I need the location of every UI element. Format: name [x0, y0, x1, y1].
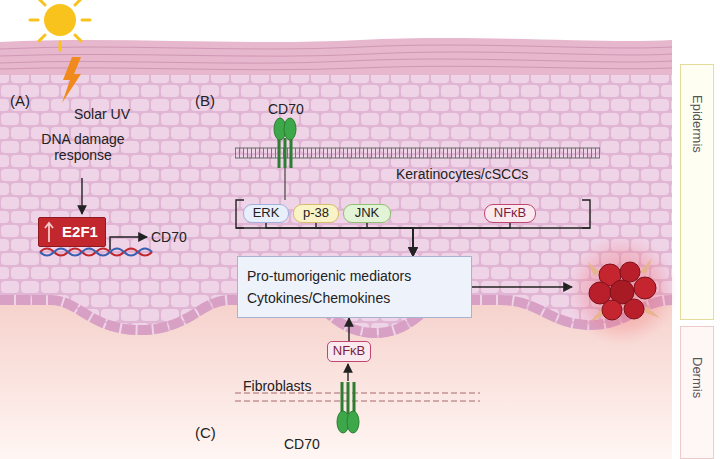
- promoter-arrow: [110, 237, 147, 250]
- signal-arrow: [348, 318, 349, 341]
- dna-strand: [40, 249, 152, 256]
- node-label: NFκB: [333, 344, 366, 359]
- node-label: JNK: [355, 206, 380, 221]
- node-label: Cytokines/Chemokines: [247, 290, 390, 306]
- cell-label: Fibroblasts: [243, 378, 311, 394]
- tumor-spike: [588, 262, 600, 276]
- bracket: [582, 200, 590, 228]
- receptor-lobe: [284, 118, 296, 140]
- kinase-pill: ERK: [243, 204, 289, 223]
- panel-letter: (C): [195, 424, 216, 441]
- cd70-receptor: [337, 382, 359, 433]
- arrow: [347, 364, 348, 381]
- layer-band: Dermis: [680, 326, 714, 459]
- node-label: Pro-tumorigenic mediators: [247, 268, 411, 284]
- gene-box: E2F1: [38, 217, 106, 247]
- signal-arrow: [316, 223, 413, 256]
- dna-strand: [40, 249, 152, 256]
- protein-label: CD70: [151, 229, 187, 245]
- protein-label: CD70: [268, 101, 304, 117]
- arrow: [472, 286, 572, 287]
- tumor-cell: [602, 300, 622, 320]
- node-label: NFκB: [494, 206, 527, 221]
- protein-label: CD70: [284, 436, 320, 452]
- corneum-line: [0, 66, 672, 69]
- mediator-box: Pro-tumorigenic mediatorsCytokines/Chemo…: [237, 256, 472, 318]
- arrow: [81, 178, 82, 214]
- tumor-glow: [566, 234, 678, 346]
- sun: [30, 0, 90, 50]
- signal-arrow: [266, 223, 413, 256]
- corneum-line: [0, 59, 672, 63]
- factor-pill: NFκB: [484, 204, 536, 223]
- tumor-cell: [620, 262, 640, 282]
- band-label: Epidermis: [690, 95, 705, 153]
- process-label: DNA damage response: [38, 131, 128, 163]
- tumor-spike: [640, 258, 652, 274]
- node-label: E2F1: [62, 223, 98, 240]
- node-label: p-38: [303, 206, 329, 221]
- factor-box: NFκB: [327, 341, 371, 362]
- signal-arrow: [367, 223, 413, 256]
- tumor-cell: [624, 299, 644, 319]
- upregulation-arrow: [45, 223, 53, 242]
- kinase-pill: p-38: [293, 204, 339, 223]
- signal-arrow: [413, 223, 510, 256]
- layer-band: Epidermis: [680, 64, 714, 320]
- bracket: [236, 227, 590, 228]
- tumor: [566, 234, 678, 346]
- cd70-receptor: [274, 118, 296, 168]
- panel-letter: (B): [195, 92, 215, 109]
- stimulus-label: Solar UV: [74, 106, 130, 122]
- fibroblast-membrane: [235, 400, 480, 402]
- panel-letter: (A): [10, 92, 30, 109]
- kinase-pill: JNK: [343, 204, 391, 223]
- receptor-lobe: [347, 411, 359, 433]
- receptor-stem: [279, 138, 291, 168]
- tumor-spike: [644, 306, 660, 318]
- signal-line: [284, 168, 285, 200]
- cell-label: Keratinocytes/cSCCs: [396, 166, 528, 182]
- node-label: ERK: [253, 206, 280, 221]
- sun-disc: [44, 4, 76, 36]
- corneum-line: [0, 45, 672, 49]
- sun-rays: [30, 0, 90, 50]
- uv-bolt: [62, 57, 81, 103]
- tumor-cell: [634, 277, 656, 299]
- stratum-corneum: [0, 38, 672, 75]
- receptor-stem: [342, 382, 354, 414]
- band-label: Dermis: [690, 357, 705, 398]
- corneum-line: [0, 52, 672, 56]
